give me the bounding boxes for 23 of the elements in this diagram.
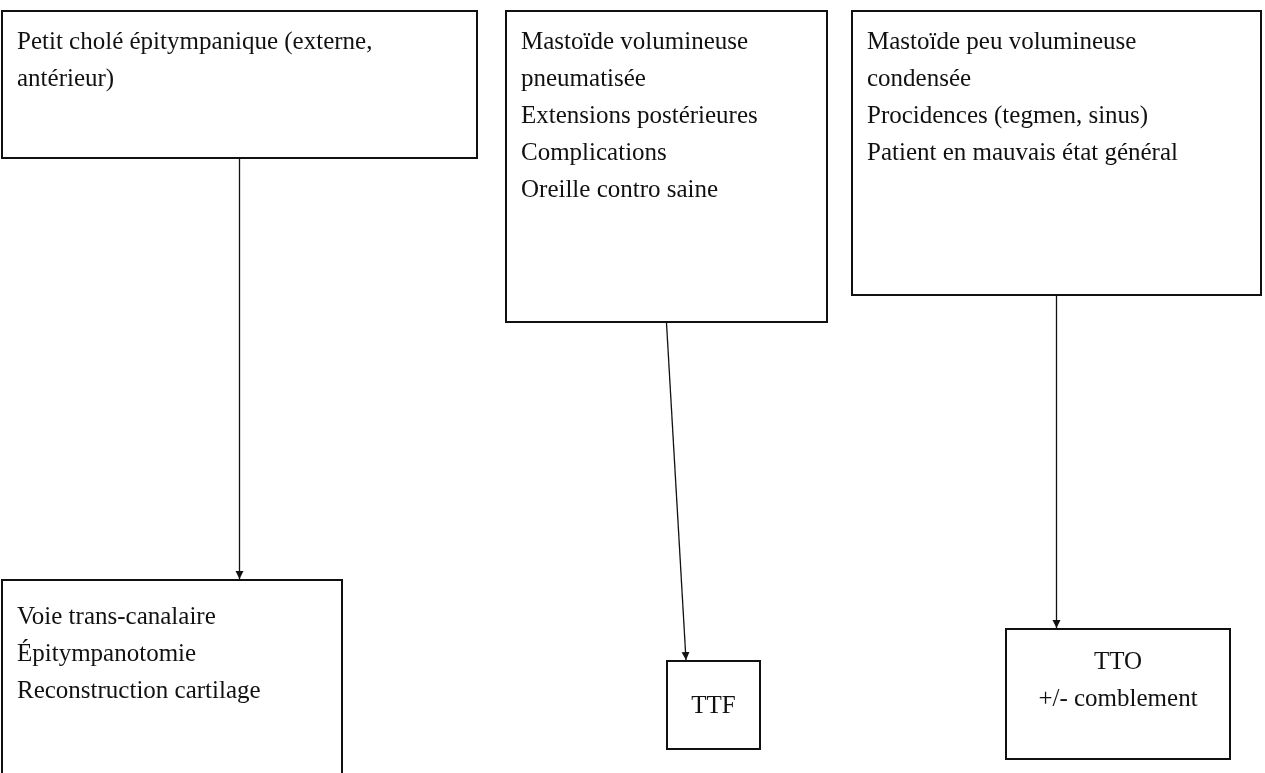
box-text: Complications — [521, 137, 668, 167]
text-box — [1, 579, 343, 773]
text-box — [666, 660, 761, 750]
text-box — [1, 10, 478, 159]
box-text: Extensions postérieures — [521, 100, 759, 130]
box-text: Mastoïde volumineuse pneumatisée — [521, 26, 750, 93]
box-text: Reconstruction cartilage — [17, 675, 262, 705]
arrow — [235, 158, 244, 580]
box-text: +/- comblement — [1037, 683, 1199, 713]
box-text: TTO — [1092, 646, 1144, 676]
arrow — [1052, 295, 1061, 629]
text-box — [851, 10, 1262, 296]
box-text: Oreille contro saine — [521, 174, 720, 204]
box-text: Mastoïde peu volumineuse condensée — [867, 26, 1138, 93]
arrow — [665, 322, 690, 661]
box-text: Épitympanotomie — [17, 638, 198, 668]
box-text: Procidences (tegmen, sinus) — [867, 100, 1150, 131]
box-text: Petit cholé épitympanique (externe, antérieur) — [17, 26, 374, 93]
text-box — [1005, 628, 1231, 760]
box-text: TTF — [690, 690, 737, 720]
box-text: Patient en mauvais état général — [867, 137, 1179, 167]
text-box — [505, 10, 828, 323]
box-text: Voie trans-canalaire — [17, 601, 217, 631]
